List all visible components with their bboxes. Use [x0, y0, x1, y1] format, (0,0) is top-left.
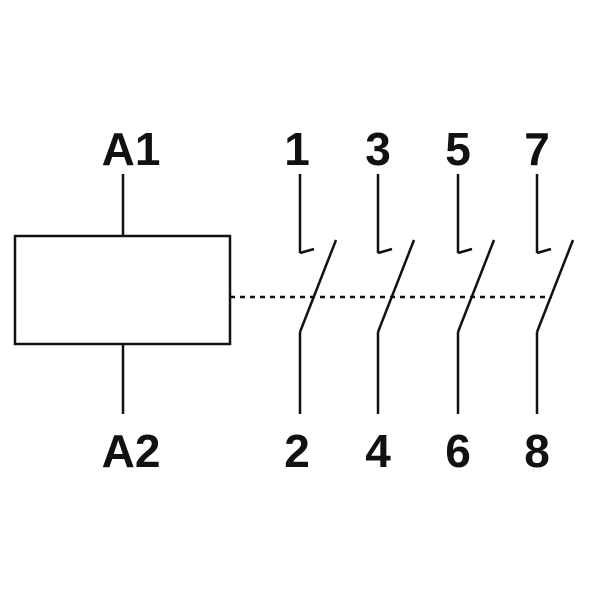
contact-3-moving-blade [456, 239, 496, 333]
contact-1-top-label: 1 [284, 123, 310, 175]
contact-pole-4 [535, 174, 575, 414]
coil-terminal-label-a1: A1 [101, 123, 161, 175]
contact-2-top-label: 3 [365, 123, 391, 175]
contact-4-bottom-label: 8 [524, 425, 550, 477]
contact-1-bottom-label: 2 [284, 425, 310, 477]
contact-pole-2 [376, 174, 416, 414]
coil-rectangle [13, 234, 232, 346]
contact-3-top-label: 5 [445, 123, 471, 175]
contact-1-moving-blade [298, 239, 338, 333]
contact-3-fixed-tip [457, 247, 473, 255]
contact-4-top-label: 7 [524, 123, 550, 175]
contact-2-moving-blade [376, 239, 416, 333]
contact-4-moving-blade [535, 239, 575, 333]
contact-pole-3 [456, 174, 496, 414]
contact-3-bottom-label: 6 [445, 425, 471, 477]
contact-2-bottom-label: 4 [365, 425, 391, 477]
contact-1-fixed-tip [299, 247, 315, 255]
contact-pole-1 [298, 174, 338, 414]
contact-2-fixed-tip [377, 247, 393, 255]
contact-4-fixed-tip [536, 247, 552, 255]
coil-terminal-label-a2: A2 [101, 425, 161, 477]
